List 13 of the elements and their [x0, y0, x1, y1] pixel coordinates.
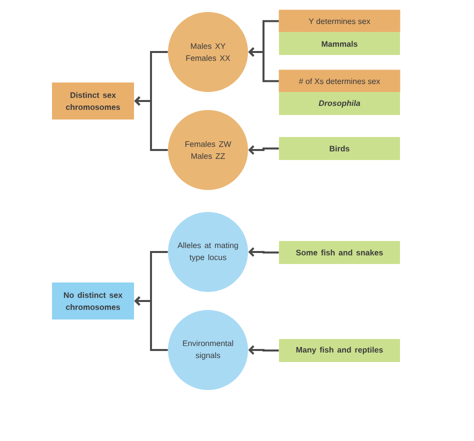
arrow	[134, 296, 168, 351]
category-box: Distinct sex chromosomes	[52, 82, 134, 120]
example-box: Birds	[279, 137, 400, 160]
arrow	[248, 47, 279, 82]
example-box: Some fish and snakes	[279, 240, 400, 264]
example-box: Many fish and reptiles	[279, 338, 400, 362]
example-box: # of Xs determines sex Drosophila	[278, 70, 400, 115]
example-box: Y determines sex Mammals	[278, 10, 400, 55]
arrow	[248, 247, 279, 257]
arrow	[134, 96, 168, 151]
category-box: No distinct sex chromosomes	[52, 282, 134, 320]
arrow	[248, 145, 279, 155]
arrow	[248, 345, 279, 355]
